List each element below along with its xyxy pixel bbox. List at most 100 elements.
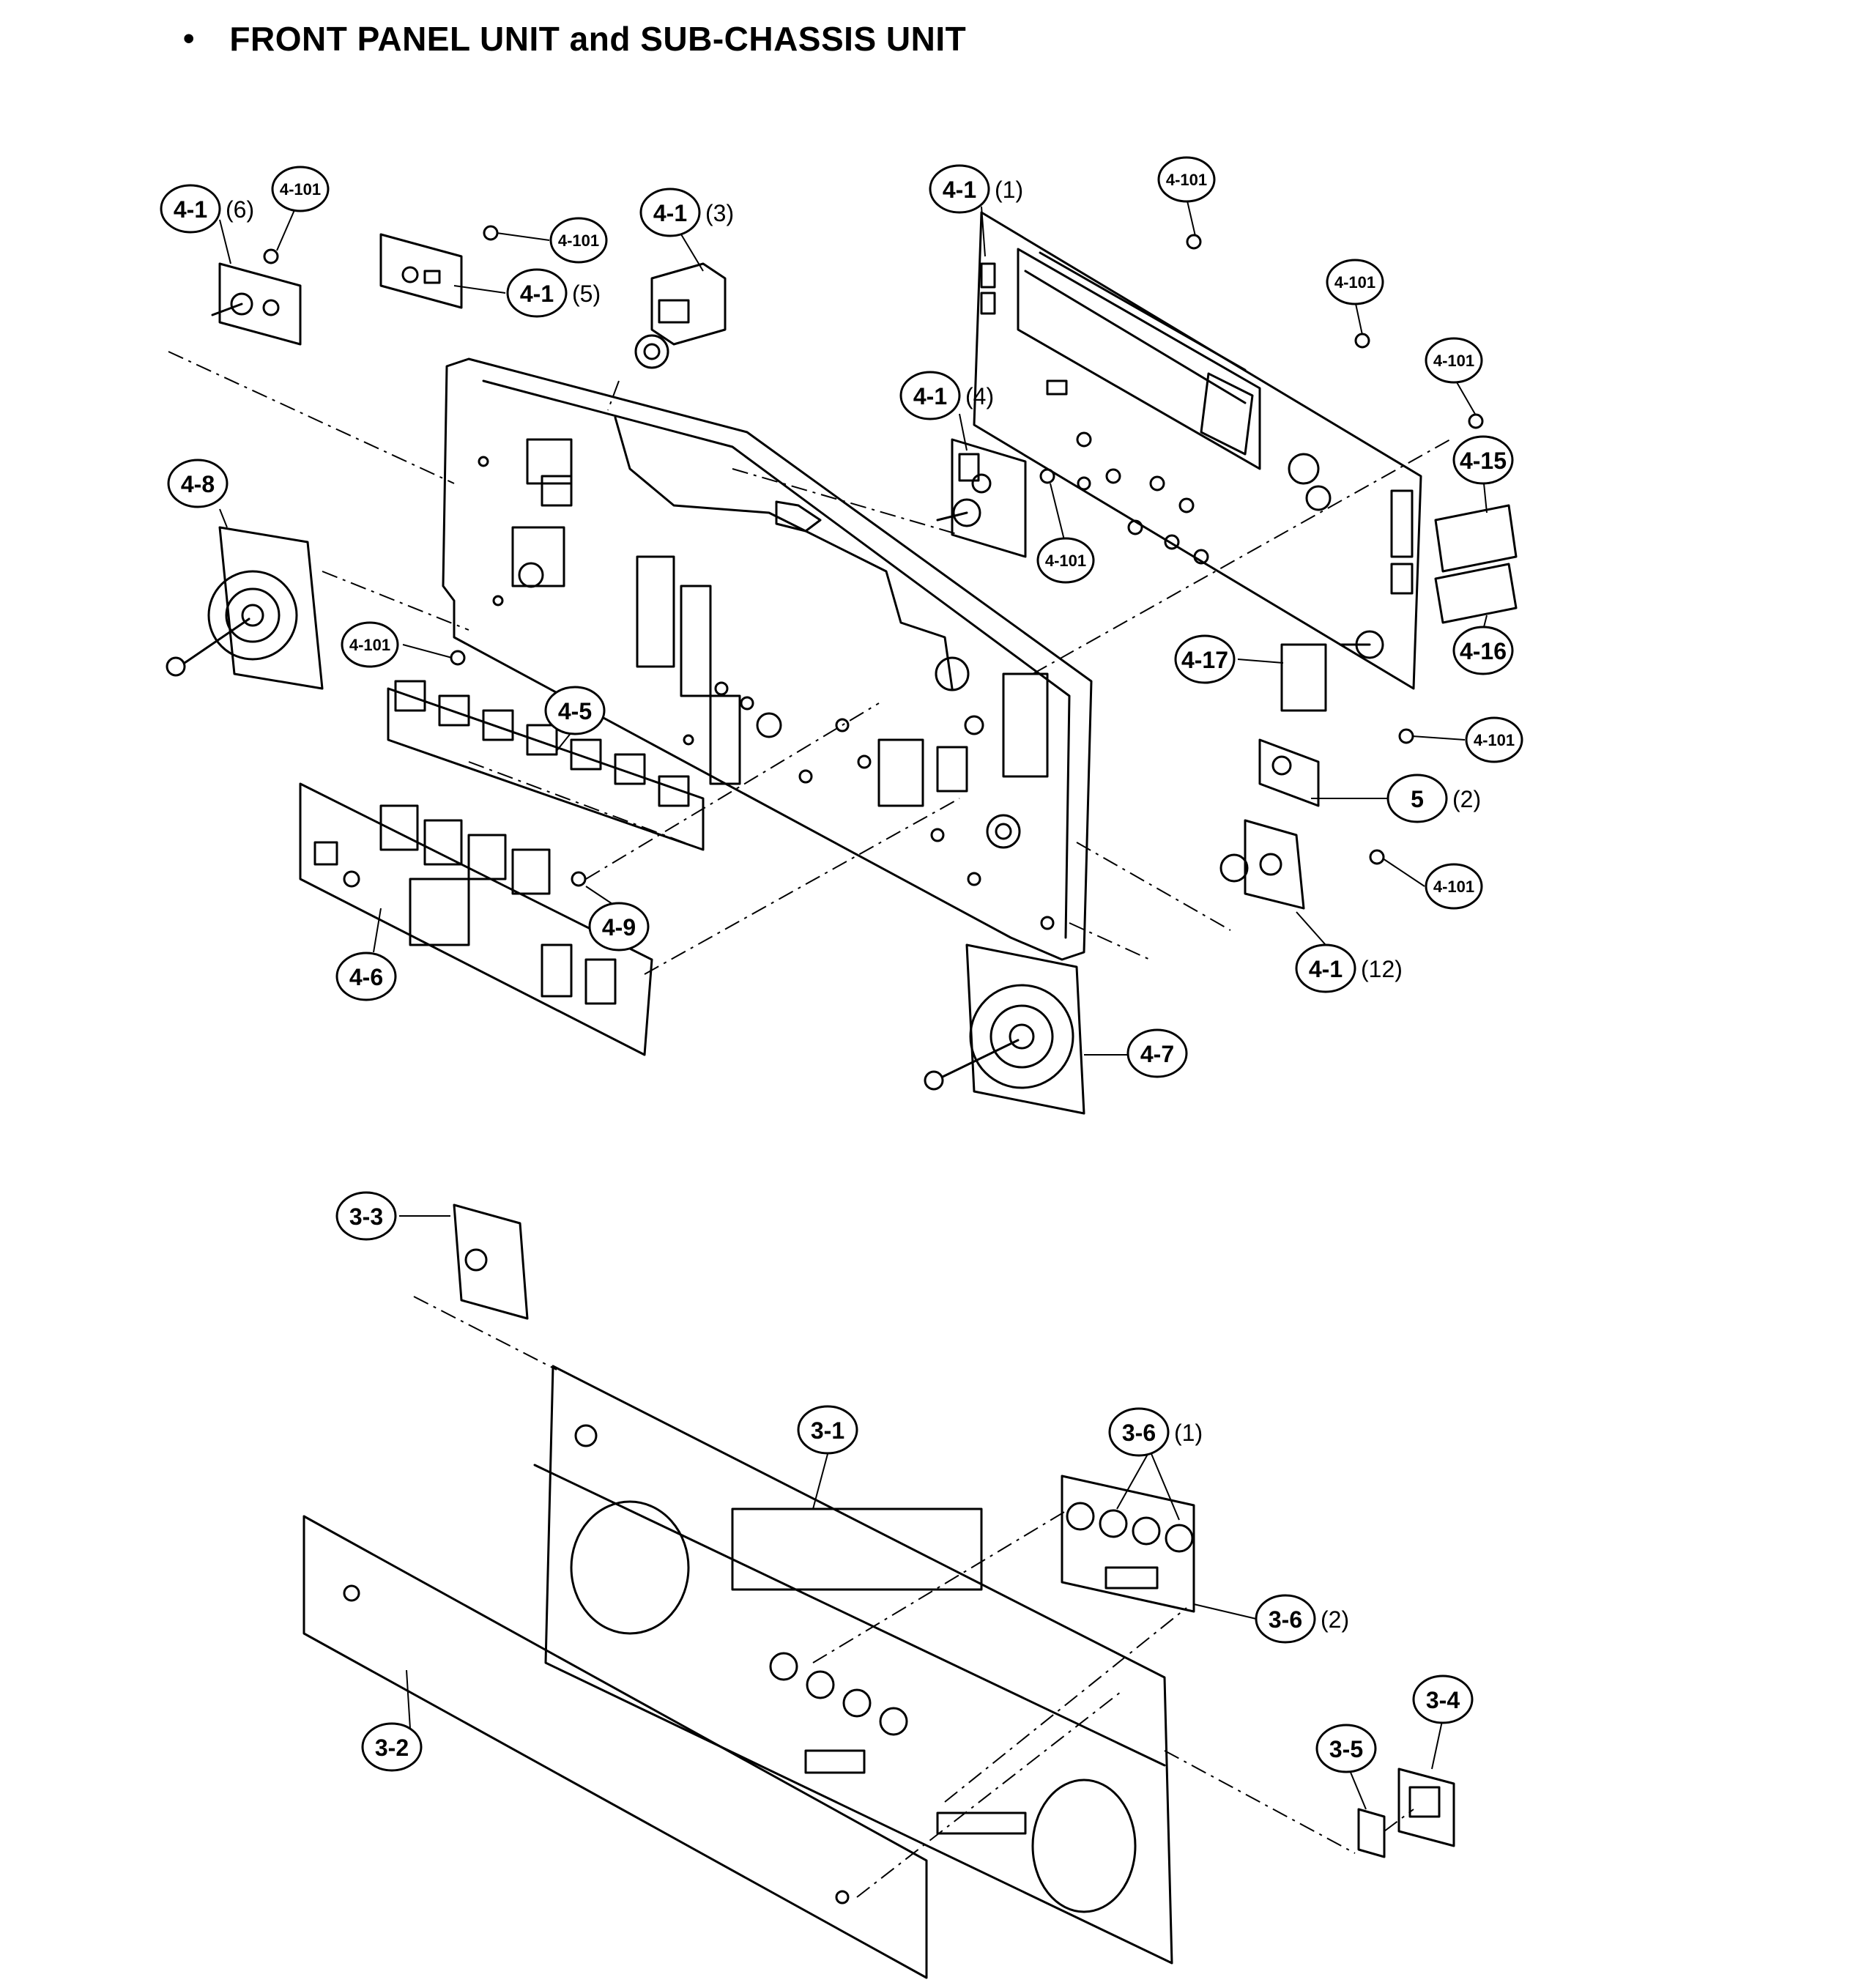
callout-suffix: (2)	[1452, 786, 1481, 812]
page-header: • FRONT PANEL UNIT and SUB-CHASSIS UNIT	[183, 13, 966, 64]
callout-4101-i: 4-101	[1425, 863, 1483, 910]
callout-ref: 4-101	[1433, 878, 1474, 896]
callout-4101-f: 4-101	[1036, 537, 1095, 584]
callout-47: 4-7	[1126, 1028, 1188, 1078]
panel-3-1	[533, 1365, 1173, 1965]
callout-oval	[335, 952, 397, 1001]
callout-4101-h: 4-101	[1465, 716, 1523, 763]
board-5-2	[1258, 643, 1327, 807]
callout-oval	[639, 188, 701, 237]
callout-suffix: (3)	[705, 200, 734, 226]
callout-49: 4-9	[588, 902, 650, 952]
callout-ref: 4-101	[1474, 731, 1515, 749]
callout-416: 4-16	[1452, 626, 1514, 675]
callout-ref: 4-101	[1334, 273, 1375, 292]
callout-oval	[1295, 943, 1356, 993]
callout-ref: 4-6	[349, 964, 383, 990]
callout-oval	[361, 1722, 423, 1772]
callout-oval	[1425, 337, 1483, 384]
callout-34: 3-4	[1412, 1674, 1474, 1724]
callout-41-1: 4-1(1)	[929, 164, 1023, 214]
callout-4101-e: 4-101	[1425, 337, 1483, 384]
board-4-1-3	[634, 262, 727, 369]
part-3-5	[1357, 1808, 1386, 1858]
callout-oval	[797, 1405, 858, 1455]
callout-4101-c: 4-101	[1157, 156, 1216, 203]
callout-oval	[506, 268, 568, 318]
bullet-mark: •	[183, 21, 195, 56]
callout-ref: 3-5	[1329, 1736, 1363, 1762]
callout-4101-d: 4-101	[1326, 259, 1384, 305]
callout-ref: 4-5	[558, 698, 592, 724]
callout-oval	[335, 1191, 397, 1241]
callout-suffix: (1)	[1174, 1420, 1203, 1446]
board-4-1-5	[379, 233, 463, 309]
callout-ref: 4-7	[1140, 1041, 1174, 1067]
callout-suffix: (12)	[1361, 956, 1403, 982]
callout-oval	[1126, 1028, 1188, 1078]
callout-ref: 4-101	[558, 231, 599, 250]
callout-ref: 4-1	[653, 200, 687, 226]
front-frame-4-6	[299, 782, 653, 1056]
callout-41-3: 4-1 (3)	[639, 188, 734, 237]
callout-oval	[1315, 1724, 1377, 1773]
callout-36-2: 3-6 (2)	[1255, 1594, 1349, 1644]
callout-oval	[544, 686, 606, 735]
knob-4-7	[924, 943, 1085, 1115]
callout-oval	[1452, 435, 1514, 485]
callout-33: 3-3	[335, 1191, 397, 1241]
callout-oval	[1412, 1674, 1474, 1724]
callout-ref: 3-2	[375, 1735, 409, 1761]
callout-ref: 4-1	[520, 281, 554, 307]
callout-ref: 5	[1411, 786, 1424, 812]
callout-oval	[1255, 1594, 1316, 1644]
callout-ref: 4-1	[913, 383, 947, 409]
board-4-1-6	[211, 262, 302, 346]
callout-ref: 3-4	[1426, 1687, 1460, 1713]
callout-ref: 4-8	[181, 471, 215, 497]
callout-ref: 4-101	[1433, 352, 1474, 370]
alignment-lines	[168, 351, 1451, 1898]
callout-417: 4-17	[1174, 634, 1236, 684]
callout-suffix: (5)	[572, 281, 601, 307]
callout-41-4: 4-1 (4)	[899, 371, 994, 420]
callout-oval	[1326, 259, 1384, 305]
callout-ref: 4-15	[1460, 448, 1507, 474]
callout-415: 4-15	[1452, 435, 1514, 485]
callout-48: 4-8	[167, 459, 229, 508]
board-4-1-1	[973, 211, 1422, 690]
callout-46: 4-6	[335, 952, 397, 1001]
callout-suffix: (1)	[995, 177, 1023, 203]
callout-ref: 4-17	[1181, 647, 1228, 673]
callout-ref: 4-1	[1309, 956, 1343, 982]
callout-4101-b: 4-101	[549, 217, 608, 264]
callout-suffix: (2)	[1321, 1606, 1349, 1633]
callout-suffix: (6)	[226, 196, 254, 223]
callout-oval	[341, 621, 399, 668]
callout-suffix: (4)	[965, 383, 994, 409]
screws-upper	[263, 225, 1484, 887]
callout-ref: 4-16	[1460, 638, 1507, 664]
callout-oval	[160, 184, 221, 234]
ribbon-cables	[1434, 504, 1518, 624]
callout-ref: 4-9	[602, 914, 636, 941]
callout-ref: 3-3	[349, 1203, 383, 1230]
callout-5-2: 5 (2)	[1386, 774, 1481, 823]
callout-oval	[167, 459, 229, 508]
callout-ref: 4-101	[349, 636, 390, 654]
callout-ref: 4-101	[280, 180, 321, 199]
callout-ref: 3-6	[1269, 1606, 1302, 1633]
callout-oval	[1174, 634, 1236, 684]
callout-oval	[588, 902, 650, 952]
callout-4101-g: 4-101	[341, 621, 399, 668]
part-3-3	[453, 1203, 529, 1320]
callout-41-5: 4-1 (5)	[506, 268, 601, 318]
callout-oval	[1452, 626, 1514, 675]
bezel-3-2	[302, 1515, 928, 1979]
callout-oval	[1465, 716, 1523, 763]
callout-oval	[1157, 156, 1216, 203]
callout-ref: 3-1	[811, 1417, 844, 1444]
callout-4101-a: 4-101	[271, 166, 330, 212]
callout-36-1: 3-6(1)	[1108, 1407, 1203, 1457]
callout-oval	[929, 164, 990, 214]
